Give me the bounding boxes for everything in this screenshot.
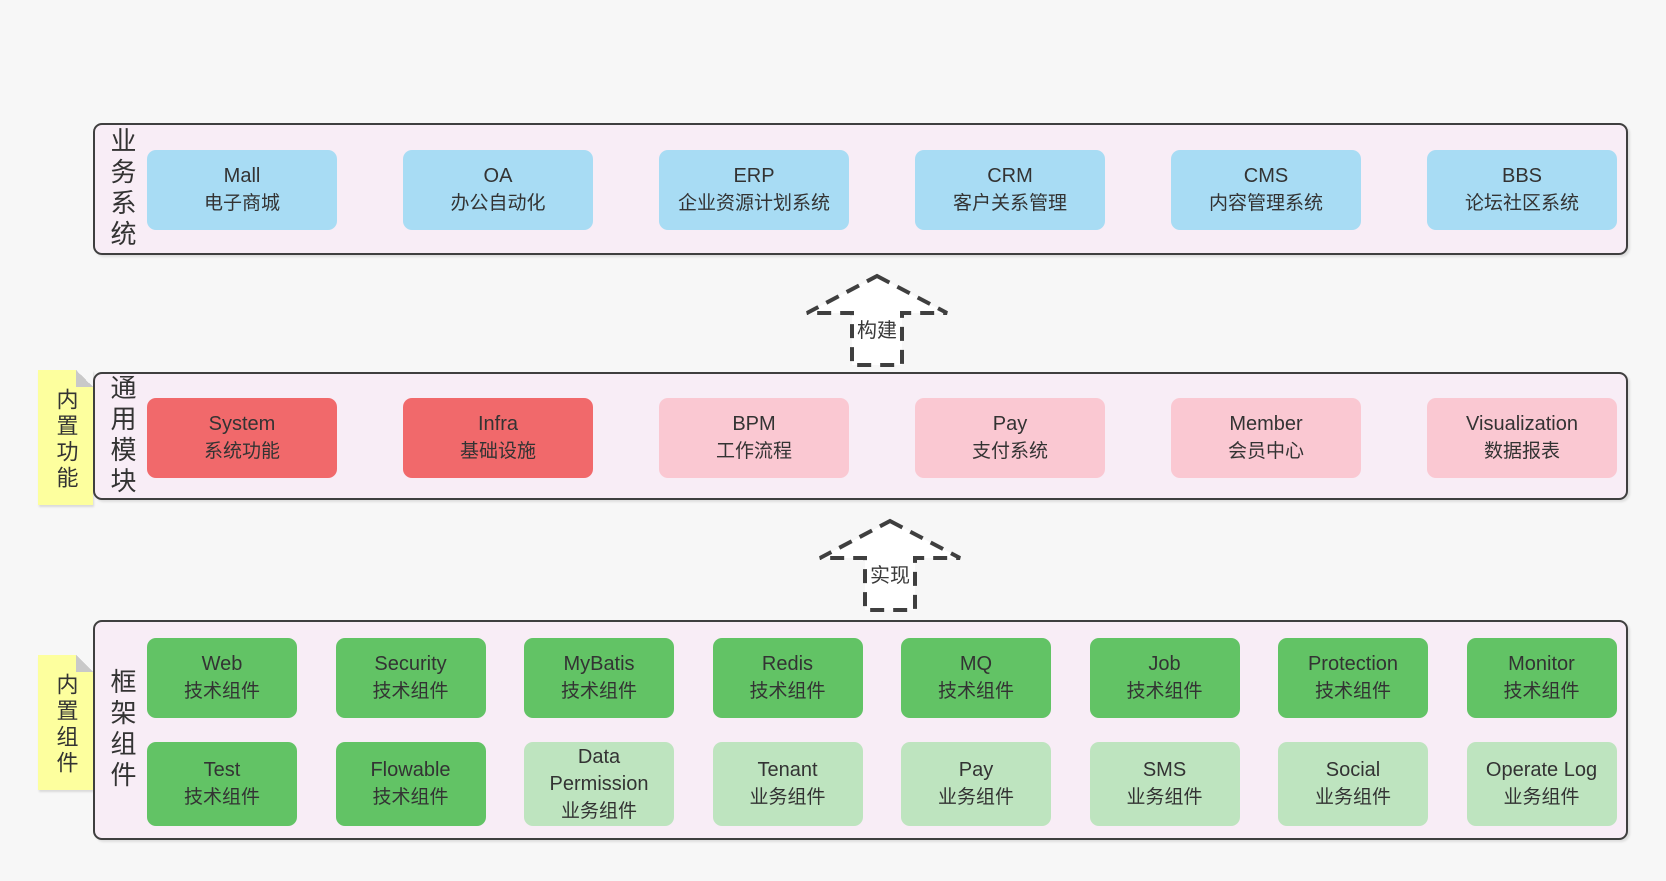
module-box-infra: Infra 基础设施 [403,398,593,478]
module-desc: 技术组件 [1503,681,1580,702]
module-name: Pay [992,413,1028,435]
module-box-social: Social 业务组件 [1278,742,1428,826]
module-desc: 技术组件 [1126,681,1203,702]
module-desc: 企业资源计划系统 [677,193,830,214]
module-desc: 客户关系管理 [952,193,1067,214]
module-name: Operate Log [1485,759,1598,781]
arrow-label: 构建 [854,314,900,343]
module-name: Security [374,653,447,675]
module-name: Visualization [1466,413,1578,435]
module-box-mq: MQ 技术组件 [901,638,1051,718]
module-name: Flowable [370,759,451,781]
module-box-erp: ERP 企业资源计划系统 [659,150,849,230]
module-box-visualization: Visualization 数据报表 [1427,398,1617,478]
module-box-mall: Mall 电子商城 [147,150,337,230]
module-box-flowable: Flowable 技术组件 [335,742,486,826]
module-box-bpm: BPM 工作流程 [659,398,849,478]
module-name: Data Permission [549,745,649,795]
module-desc: 技术组件 [749,681,826,702]
arrow-implement: 实现 [815,518,965,613]
layer-common-modules: 通用模块 System 系统功能 Infra 基础设施 BPM 工作流程 Pay 支付系统 Me… [93,372,1628,500]
module-box-test: Test 技术组件 [147,742,297,826]
module-name: BPM [732,413,776,435]
module-desc: 业务组件 [560,800,637,822]
module-desc: 业务组件 [1503,787,1580,808]
module-desc: 工作流程 [715,441,792,462]
module-name: OA [483,165,513,187]
module-desc: 业务组件 [937,787,1014,808]
module-name: ERP [733,165,775,187]
arrow-label: 实现 [867,559,913,588]
module-box-monitor: Monitor 技术组件 [1466,638,1617,718]
module-desc: 内容管理系统 [1208,193,1323,214]
module-name: Test [203,759,241,781]
module-desc: 数据报表 [1483,441,1560,462]
layer-business-systems: 业务系统 Mall 电子商城 OA 办公自动化 ERP 企业资源计划系统 CRM 客户关系管理… [93,123,1628,255]
module-name: System [208,413,276,435]
module-desc: 电子商城 [203,193,280,214]
layer-label-business-systems: 业务系统 [107,127,137,251]
module-name: Social [1325,759,1381,781]
module-box-operate-log: Operate Log 业务组件 [1466,742,1617,826]
module-name: MyBatis [563,653,635,675]
module-desc: 办公自动化 [450,193,546,214]
module-box-system: System 系统功能 [147,398,337,478]
sticky-note-builtin-features: 内置功能 [38,370,93,505]
module-desc: 技术组件 [372,681,449,702]
module-name: CMS [1243,165,1289,187]
module-box-cms: CMS 内容管理系统 [1171,150,1361,230]
sticky-note-label: 内置功能 [53,388,79,493]
module-name: MQ [959,653,993,675]
module-desc: 支付系统 [971,441,1048,462]
module-name: Tenant [757,759,818,781]
module-desc: 业务组件 [749,787,826,808]
module-name: SMS [1142,759,1187,781]
module-box-bbs: BBS 论坛社区系统 [1427,150,1617,230]
module-desc: 会员中心 [1227,441,1304,462]
module-box-security: Security 技术组件 [335,638,486,718]
module-name: Web [201,653,243,675]
module-name: Job [1148,653,1181,675]
module-desc: 技术组件 [183,681,260,702]
module-name: Pay [958,759,994,781]
module-box-tenant: Tenant 业务组件 [712,742,863,826]
module-desc: 基础设施 [459,441,536,462]
module-desc: 论坛社区系统 [1464,193,1579,214]
module-box-sms: SMS 业务组件 [1089,742,1240,826]
module-desc: 业务组件 [1126,787,1203,808]
sticky-note-label: 内置组件 [53,673,79,778]
module-box-member: Member 会员中心 [1171,398,1361,478]
module-desc: 技术组件 [1314,681,1391,702]
arrow-build: 构建 [802,273,952,368]
module-box-protection: Protection 技术组件 [1278,638,1428,718]
module-name: Mall [223,165,261,187]
module-box-oa: OA 办公自动化 [403,150,593,230]
module-name: BBS [1501,165,1543,187]
module-box-redis: Redis 技术组件 [712,638,863,718]
sticky-note-builtin-components: 内置组件 [38,655,93,790]
module-box-pay: Pay 支付系统 [915,398,1105,478]
module-box-web: Web 技术组件 [147,638,297,718]
module-name: Member [1229,413,1303,435]
module-name: CRM [987,165,1033,187]
module-desc: 技术组件 [560,681,637,702]
module-desc: 技术组件 [372,787,449,808]
module-name: Infra [477,413,519,435]
layer-label-common-modules: 通用模块 [107,374,137,498]
module-desc: 技术组件 [183,787,260,808]
module-box-job: Job 技术组件 [1089,638,1240,718]
module-name: Monitor [1508,653,1575,675]
module-name: Redis [761,653,814,675]
module-box-data-permission: Data Permission 业务组件 [524,742,674,826]
module-box-mybatis: MyBatis 技术组件 [524,638,674,718]
module-box-pay: Pay 业务组件 [901,742,1051,826]
module-desc: 系统功能 [203,441,280,462]
layer-label-framework-components: 框架组件 [107,668,137,792]
module-desc: 技术组件 [937,681,1014,702]
module-name: Protection [1307,653,1399,675]
module-desc: 业务组件 [1314,787,1391,808]
module-box-crm: CRM 客户关系管理 [915,150,1105,230]
